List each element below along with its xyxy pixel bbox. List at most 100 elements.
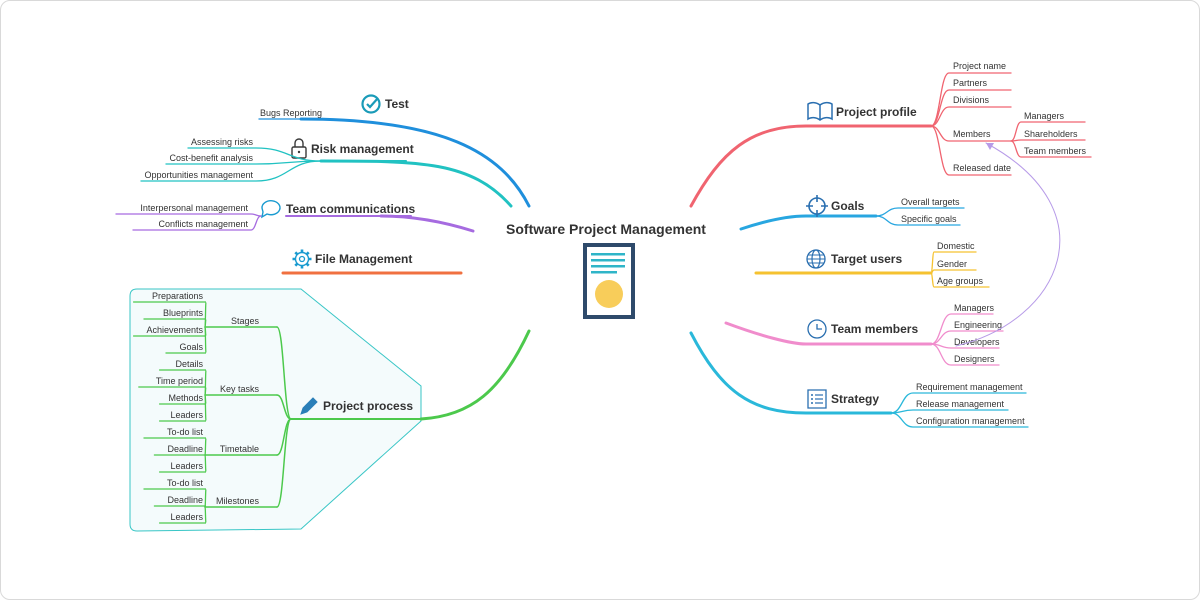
process-key-tasks-item[interactable]: Details bbox=[175, 359, 203, 369]
gear-icon bbox=[293, 250, 312, 269]
process-key-tasks-item[interactable]: Methods bbox=[168, 393, 203, 403]
process-group-key-tasks[interactable]: Key tasks bbox=[220, 384, 260, 394]
team-members-item[interactable]: Managers bbox=[954, 303, 995, 313]
process-timetable-item[interactable]: To-do list bbox=[167, 427, 204, 437]
goals-connector bbox=[875, 215, 961, 226]
project-profile-item[interactable]: Members bbox=[953, 129, 991, 139]
team-members-label[interactable]: Team members bbox=[831, 322, 918, 336]
target-users-connector bbox=[930, 269, 977, 274]
team-members-item[interactable]: Engineering bbox=[954, 320, 1002, 330]
process-group-connector bbox=[276, 418, 292, 508]
goals-item[interactable]: Overall targets bbox=[901, 197, 960, 207]
project-process-label[interactable]: Project process bbox=[323, 399, 413, 413]
team-members-item[interactable]: Developers bbox=[954, 337, 1000, 347]
risk-main-connector bbox=[319, 159, 513, 208]
target-users-label[interactable]: Target users bbox=[831, 252, 902, 266]
process-group-connector bbox=[276, 394, 292, 420]
pencil-icon bbox=[301, 398, 317, 414]
project-process-boundary bbox=[129, 288, 422, 532]
risk-management-item[interactable]: Assessing risks bbox=[191, 137, 254, 147]
file-management-label[interactable]: File Management bbox=[315, 252, 412, 266]
project-profile-connector bbox=[930, 106, 1012, 127]
process-group-stages[interactable]: Stages bbox=[231, 316, 260, 326]
document-icon bbox=[583, 243, 635, 319]
team-members-item[interactable]: Designers bbox=[954, 354, 995, 364]
members-item[interactable]: Shareholders bbox=[1024, 129, 1078, 139]
target-users-item[interactable]: Age groups bbox=[937, 276, 984, 286]
members-item[interactable]: Managers bbox=[1024, 111, 1065, 121]
process-group-timetable[interactable]: Timetable bbox=[220, 444, 259, 454]
goals-item[interactable]: Specific goals bbox=[901, 214, 957, 224]
book-icon bbox=[808, 103, 832, 120]
project-profile-item[interactable]: Divisions bbox=[953, 95, 990, 105]
project-profile-item[interactable]: Released date bbox=[953, 163, 1011, 173]
strategy-item[interactable]: Release management bbox=[916, 399, 1005, 409]
relationship-line bbox=[955, 142, 1061, 347]
process-timetable-item[interactable]: Leaders bbox=[170, 461, 203, 471]
strategy-main-connector bbox=[689, 331, 893, 415]
strategy-connector bbox=[890, 412, 1029, 428]
target-users-item[interactable]: Domestic bbox=[937, 241, 975, 251]
strategy-label[interactable]: Strategy bbox=[831, 392, 879, 406]
risk-management-item[interactable]: Opportunities management bbox=[144, 170, 253, 180]
process-timetable-connector bbox=[158, 454, 207, 473]
project-profile-connector bbox=[930, 125, 1012, 176]
process-stages-item[interactable]: Blueprints bbox=[163, 308, 204, 318]
document-seal bbox=[595, 280, 623, 308]
document-line bbox=[591, 253, 625, 256]
team-communications-connector bbox=[115, 213, 262, 217]
project-profile-item[interactable]: Partners bbox=[953, 78, 988, 88]
process-key-tasks-item[interactable]: Leaders bbox=[170, 410, 203, 420]
risk-branch-label[interactable]: Risk management bbox=[311, 142, 414, 156]
test-main-connector bbox=[299, 117, 531, 208]
bugs-reporting-item[interactable]: Bugs Reporting bbox=[260, 108, 322, 118]
central-topic-title[interactable]: Software Project Management bbox=[506, 221, 706, 237]
members-item[interactable]: Team members bbox=[1024, 146, 1087, 156]
process-stages-item[interactable]: Achievements bbox=[146, 325, 203, 335]
list-icon bbox=[808, 390, 826, 408]
document-line bbox=[591, 265, 625, 268]
document-line bbox=[591, 271, 617, 274]
members-connector bbox=[1010, 140, 1092, 158]
process-milestones-item[interactable]: Deadline bbox=[167, 495, 203, 505]
profile-main-connector bbox=[689, 124, 933, 208]
process-stages-item[interactable]: Goals bbox=[179, 342, 203, 352]
process-group-connector bbox=[276, 326, 292, 420]
lock-icon bbox=[292, 139, 306, 158]
process-milestones-item[interactable]: Leaders bbox=[170, 512, 203, 522]
process-main-connector bbox=[419, 329, 531, 421]
strategy-item[interactable]: Configuration management bbox=[916, 416, 1025, 426]
communications-branch-label[interactable]: Team communications bbox=[286, 202, 415, 216]
document-line bbox=[591, 259, 625, 262]
team-communications-connector bbox=[132, 215, 262, 231]
speech-bubble-icon bbox=[262, 201, 280, 217]
goals-main-connector bbox=[739, 214, 878, 231]
team-members-main-connector bbox=[724, 321, 933, 346]
team-members-connector bbox=[930, 343, 1000, 366]
strategy-connector bbox=[890, 409, 1009, 414]
goals-label[interactable]: Goals bbox=[831, 199, 865, 213]
relationship-arrowhead bbox=[986, 143, 994, 150]
globe-icon bbox=[807, 250, 825, 268]
process-milestones-item[interactable]: To-do list bbox=[167, 478, 204, 488]
project-profile-label[interactable]: Project profile bbox=[836, 105, 917, 119]
target-users-item[interactable]: Gender bbox=[937, 259, 967, 269]
process-stages-item[interactable]: Preparations bbox=[152, 291, 204, 301]
team-communications-item[interactable]: Interpersonal management bbox=[140, 203, 248, 213]
process-group-milestones[interactable]: Milestones bbox=[216, 496, 260, 506]
communications-main-connector bbox=[379, 214, 475, 233]
strategy-item[interactable]: Requirement management bbox=[916, 382, 1023, 392]
check-circle-icon bbox=[363, 96, 380, 113]
process-stages-connector bbox=[165, 326, 207, 354]
test-branch-label[interactable]: Test bbox=[385, 97, 409, 111]
process-key-tasks-item[interactable]: Time period bbox=[156, 376, 203, 386]
risk-management-item[interactable]: Cost-benefit analysis bbox=[169, 153, 253, 163]
target-icon bbox=[806, 195, 828, 217]
project-profile-item[interactable]: Project name bbox=[953, 61, 1006, 71]
clock-icon bbox=[808, 320, 826, 338]
process-timetable-item[interactable]: Deadline bbox=[167, 444, 203, 454]
team-communications-item[interactable]: Conflicts management bbox=[158, 219, 248, 229]
process-key-tasks-connector bbox=[158, 394, 207, 422]
